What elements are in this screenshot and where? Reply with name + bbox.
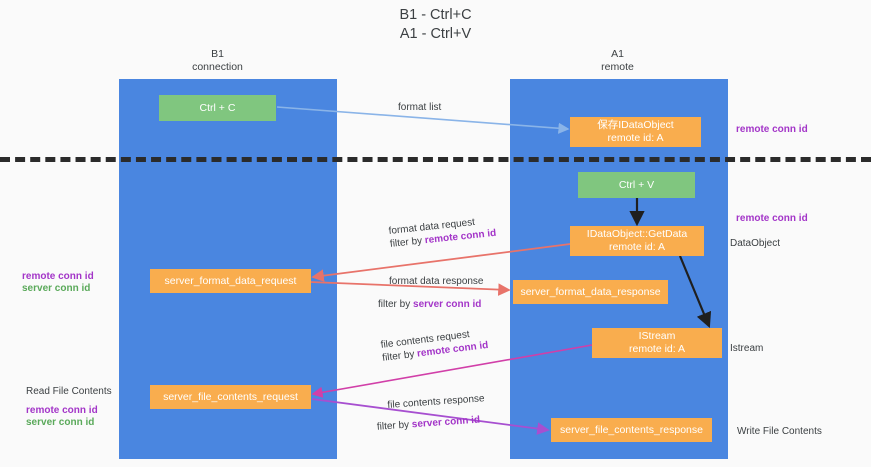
label-left-remote-conn-id: remote conn id <box>22 271 94 282</box>
title-line-1: B1 - Ctrl+C <box>399 7 472 23</box>
box-istream-line1: IStream <box>638 330 676 342</box>
column-header-b1-role: connection <box>192 61 243 73</box>
annotation-filter-key-server-conn-id: server conn id <box>413 299 482 310</box>
box-server-format-data-request-label: server_format_data_request <box>164 274 297 287</box>
label-right-dataobject: DataObject <box>730 238 781 249</box>
annotation-format-data-request: format data request filter by remote con… <box>388 214 497 251</box>
annotation-filter-prefix-2: filter by <box>378 299 414 310</box>
box-save-idataobject-line2: remote id: A <box>607 132 664 144</box>
annotation-format-list: format list <box>398 101 441 114</box>
column-header-a1-name: A1 <box>611 48 624 60</box>
column-header-b1-name: B1 <box>211 48 224 60</box>
annotation-file-contents-response: file contents response filter by server … <box>377 392 486 433</box>
label-left-remote-conn-id-bottom: remote conn id <box>26 405 98 416</box>
annotation-format-data-response-text: format data response <box>389 276 484 287</box>
title-line-2: A1 - Ctrl+V <box>399 26 472 42</box>
annotation-filter-prefix: filter by <box>389 235 426 250</box>
box-server-format-data-request[interactable]: server_format_data_request <box>150 269 311 293</box>
annotation-format-list-text: format list <box>398 102 442 113</box>
diagram-title: B1 - Ctrl+C A1 - Ctrl+V <box>0 6 871 44</box>
box-server-file-contents-request-label: server_file_contents_request <box>163 390 298 403</box>
label-left-read-file-contents: Read File Contents <box>26 386 112 397</box>
label-left-server-conn-id-bottom: server conn id <box>26 417 95 428</box>
box-server-format-data-response-label: server_format_data_response <box>520 285 661 298</box>
annotation-file-contents-response-filter: filter by server conn id <box>376 413 486 434</box>
annotation-filter-prefix-3: filter by <box>381 348 418 364</box>
annotation-filter-prefix-4: filter by <box>376 419 413 433</box>
box-istream-line2: remote id: A <box>628 343 686 355</box>
annotation-filter-key-server-conn-id-2: server conn id <box>411 414 481 431</box>
box-ctrl-v-label: Ctrl + V <box>618 178 655 191</box>
box-ctrl-c[interactable]: Ctrl + C <box>159 95 276 121</box>
box-ctrl-c-label: Ctrl + C <box>199 101 236 114</box>
column-header-b1: B1 connection <box>150 48 285 74</box>
phase-divider <box>0 157 871 162</box>
label-right-remote-conn-id-top: remote conn id <box>736 124 808 135</box>
annotation-file-contents-request: file contents request filter by remote c… <box>380 326 489 365</box>
annotation-format-data-response: format data response filter by server co… <box>378 275 484 311</box>
box-istream[interactable]: IStream remote id: A <box>592 328 722 358</box>
column-header-a1: A1 remote <box>550 48 685 74</box>
box-ctrl-v[interactable]: Ctrl + V <box>578 172 695 198</box>
box-save-idataobject-line1: 保存IDataObject <box>597 119 674 131</box>
label-right-write-file-contents: Write File Contents <box>737 426 822 437</box>
box-server-format-data-response[interactable]: server_format_data_response <box>513 280 668 304</box>
annotation-file-contents-response-text: file contents response <box>387 393 485 411</box>
box-idataobject-getdata-line2: remote id: A <box>608 241 666 253</box>
annotation-format-data-response-filter: filter by server conn id <box>378 298 484 311</box>
box-server-file-contents-response[interactable]: server_file_contents_response <box>551 418 712 442</box>
box-save-idataobject[interactable]: 保存IDataObject remote id: A <box>570 117 701 147</box>
label-left-server-conn-id: server conn id <box>22 283 91 294</box>
box-idataobject-getdata-line1: IDataObject::GetData <box>586 228 688 240</box>
box-server-file-contents-response-label: server_file_contents_response <box>559 423 703 436</box>
box-server-file-contents-request[interactable]: server_file_contents_request <box>150 385 311 409</box>
label-right-remote-conn-id-mid: remote conn id <box>736 213 808 224</box>
column-header-a1-role: remote <box>601 61 634 73</box>
label-right-istream: Istream <box>730 343 764 354</box>
box-idataobject-getdata[interactable]: IDataObject::GetData remote id: A <box>570 226 704 256</box>
